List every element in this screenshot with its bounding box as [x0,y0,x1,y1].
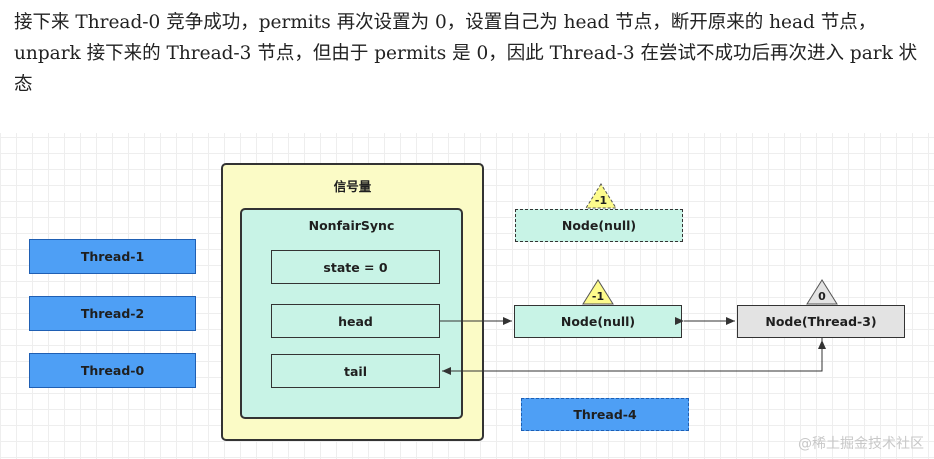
thread-3-node: Node(Thread-3) [737,305,905,338]
head-field: head [271,304,440,338]
thread-2-box: Thread-2 [29,296,196,331]
thread-3-badge-label: 0 [818,290,826,303]
thread-0-box: Thread-0 [29,353,196,388]
thread-3-badge-triangle [806,279,838,305]
semaphore-diagram: Thread-1 Thread-2 Thread-0 信号量 NonfairSy… [0,133,934,459]
tail-to-node-arrow [442,338,823,375]
tail-field: tail [271,354,440,388]
description-paragraph: 接下来 Thread-0 竞争成功，permits 再次设置为 0，设置自己为 … [14,12,918,95]
watermark-text: @稀土掘金技术社区 [798,436,924,452]
thread-4-box: Thread-4 [521,398,689,431]
head-badge-triangle [582,279,614,305]
head-node: Node(null) [514,305,682,338]
old-head-badge-triangle [585,183,617,209]
nonfair-sync-title: NonfairSync [308,218,395,233]
old-head-badge-label: -1 [595,194,607,207]
old-head-node: Node(null) [515,209,683,242]
diagram-overlay: -1 -1 0 [440,183,838,375]
semaphore-title: 信号量 [333,179,372,194]
head-badge-label: -1 [592,290,604,303]
state-field: state = 0 [271,250,440,284]
thread-1-box: Thread-1 [29,239,196,274]
